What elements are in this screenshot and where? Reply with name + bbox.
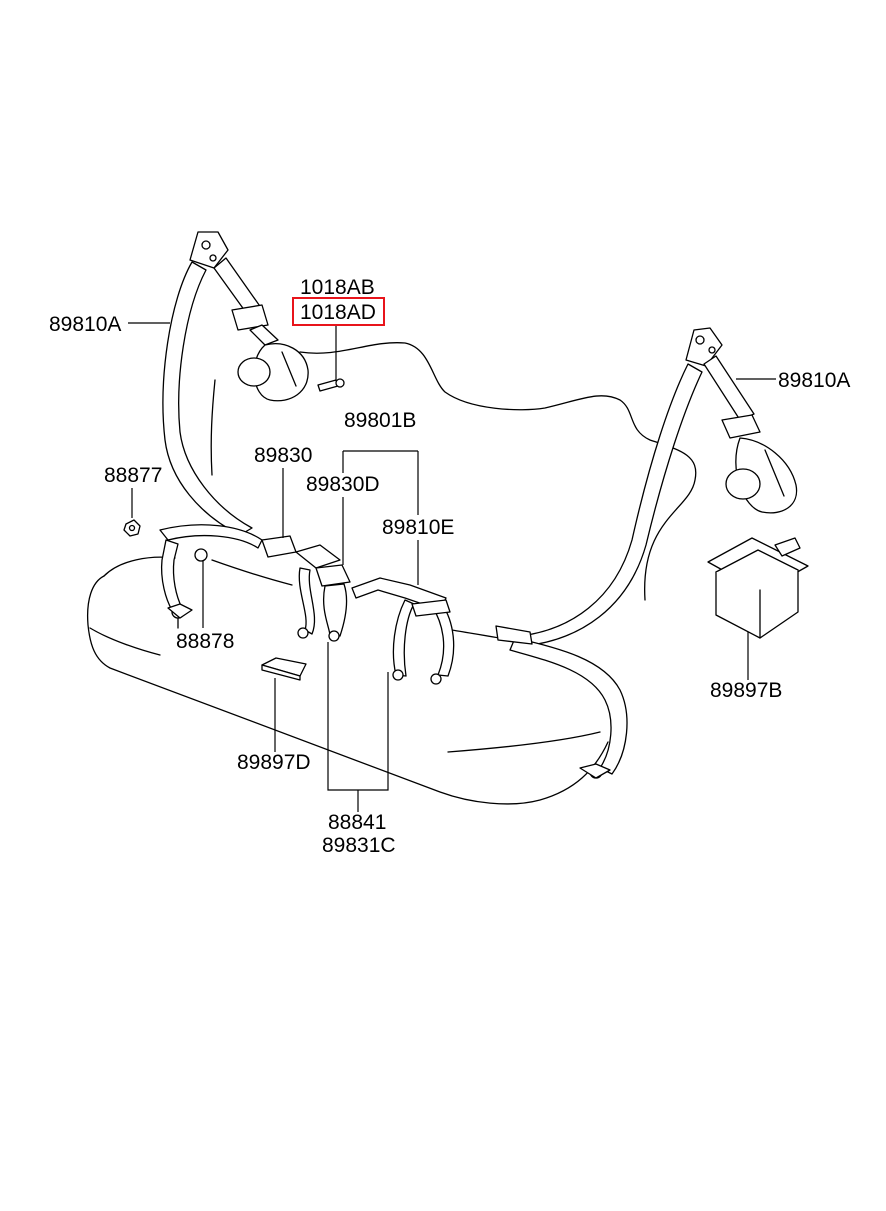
right-retractor-belt — [519, 327, 798, 647]
highlight-box-1018AD — [292, 297, 385, 326]
label-89830[interactable]: 89830 — [254, 444, 312, 467]
seat-back — [210, 342, 697, 601]
label-89801B[interactable]: 89801B — [344, 409, 416, 432]
part-labels: 1018AB 1018AD 89810A 89810A 88877 89830 … — [49, 276, 850, 857]
label-89830D[interactable]: 89830D — [306, 473, 380, 496]
buckle-89830 — [261, 535, 341, 639]
left-anchor-strap — [159, 524, 263, 629]
label-88877[interactable]: 88877 — [104, 464, 162, 487]
label-89810E[interactable]: 89810E — [382, 516, 454, 539]
leader-lines — [128, 322, 776, 812]
cover-box-89897B — [707, 537, 809, 639]
cover-89897D — [261, 657, 307, 681]
buckle-89830D — [315, 564, 351, 642]
label-88841[interactable]: 88841 — [328, 811, 386, 834]
label-89831C[interactable]: 89831C — [322, 834, 396, 857]
label-89810A-left[interactable]: 89810A — [49, 313, 121, 336]
seat-cushion — [86, 556, 609, 805]
right-lap-belt — [495, 625, 628, 779]
nut-88877 — [123, 519, 141, 537]
label-89897D[interactable]: 89897D — [237, 751, 311, 774]
bolt-1018AD — [317, 378, 345, 392]
label-1018AB[interactable]: 1018AB — [300, 276, 375, 299]
center-belt-89810E — [351, 577, 455, 685]
label-1018AD[interactable]: 1018AD — [300, 301, 376, 324]
label-89897B[interactable]: 89897B — [710, 679, 782, 702]
left-retractor-belt — [162, 231, 309, 536]
label-88878[interactable]: 88878 — [176, 630, 234, 653]
label-89810A-right[interactable]: 89810A — [778, 369, 850, 392]
